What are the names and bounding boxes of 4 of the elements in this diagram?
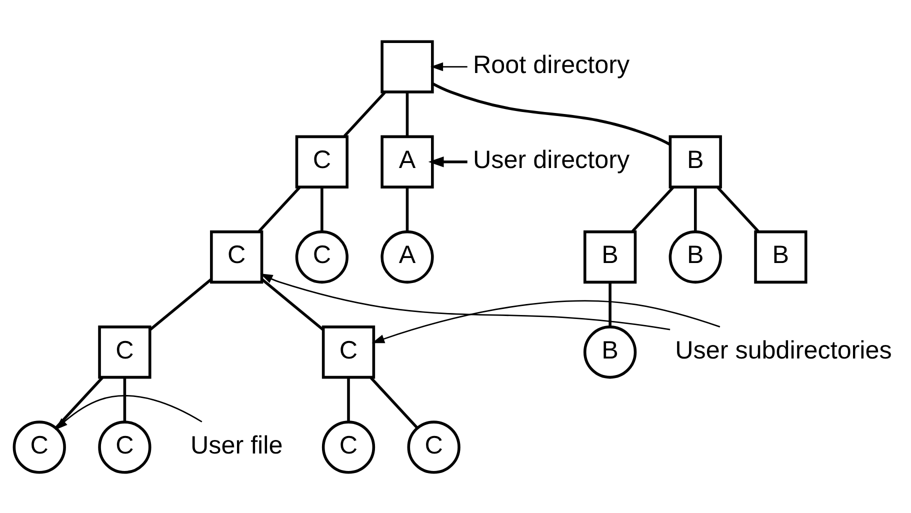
- node-text: User file: [190, 430, 283, 459]
- node-text: User subdirectories: [675, 336, 892, 364]
- node-text: Root directory: [473, 50, 630, 78]
- node-text: User directory: [473, 146, 630, 174]
